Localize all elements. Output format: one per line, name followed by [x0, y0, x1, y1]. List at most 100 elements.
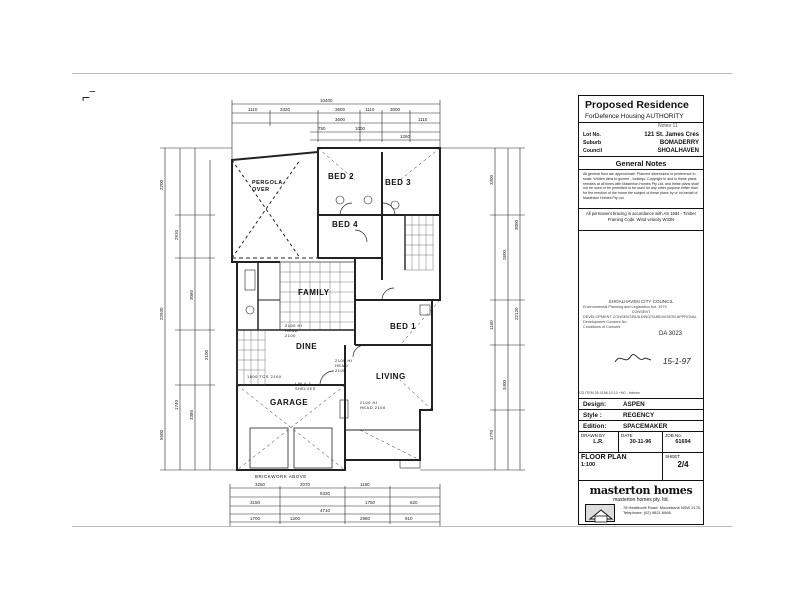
title-heading-cell: Proposed Residence ForDefence Housing AU… — [579, 96, 703, 123]
drawn-value: L.R. — [593, 439, 604, 445]
design-row: Design:ASPEN — [579, 399, 703, 410]
dim-bot-4: 3150 — [250, 500, 261, 505]
room-living: LIVING — [376, 372, 406, 381]
brickwork-note: BRICKWORK ABOVE — [255, 474, 307, 479]
dim-bot-11: 910 — [405, 516, 413, 521]
dim-right-3: 3000 — [514, 219, 519, 230]
dim-top-3: 3600 — [335, 107, 346, 112]
room-bed-4: BED 4 — [332, 220, 359, 229]
house-outline — [231, 147, 441, 471]
handwritten-note: Notes 11 — [658, 123, 678, 129]
room-dine: DINE — [296, 342, 318, 351]
dim-top-1: 3320 — [280, 107, 291, 112]
client-name: Defence Housing AUTHORITY — [594, 113, 684, 120]
dim-left-3: 2100 — [204, 349, 209, 360]
general-notes-body: All general floor are approximate. Plann… — [583, 172, 699, 200]
dim-right-6: 1770 — [489, 429, 494, 440]
dim-left-1: 2910 — [174, 229, 179, 240]
edition-label: Edition: — [583, 422, 607, 430]
client-prefix: For — [585, 113, 595, 120]
dim-top-7: 1110 — [418, 117, 428, 122]
general-notes: General Notes All general floor are appr… — [579, 157, 703, 209]
dim-left-6: 22930 — [159, 307, 164, 320]
dim-top-10: 1260 — [400, 134, 411, 139]
room-bed-1: BED 1 — [390, 322, 417, 331]
house-logo-icon — [585, 504, 615, 523]
dim-bot-9: 1200 — [290, 516, 301, 521]
job-label: JOB No. — [665, 433, 683, 438]
dim-top-8: 750 — [318, 126, 326, 131]
stamp-line-2: CONSENT — [631, 309, 651, 314]
style-row: Style :REGENCY — [579, 410, 703, 421]
stamp-line-5: Conditions of Consent — [583, 324, 621, 329]
edition-row: Edition: SPACEMAKER — [579, 421, 703, 432]
room-family: FAMILY — [298, 288, 330, 297]
dim-top-0: 10400 — [320, 98, 333, 103]
scan-border-bottom — [72, 526, 732, 527]
job-cell: JOB No.61694 — [663, 432, 703, 452]
dim-bot-8: 1700 — [250, 516, 261, 521]
dim-bot-0: 3250 — [255, 482, 266, 487]
council-value: SHOALHAVEN — [657, 148, 699, 154]
dim-top-6: 3600 — [335, 117, 346, 122]
dim-left-0: 2700 — [159, 179, 164, 190]
head-note-c: 2100 HI HEAD 2100 — [360, 400, 386, 410]
dim-right-2: 1160 — [489, 320, 494, 330]
room-bed-2: BED 2 — [328, 172, 355, 181]
serial-line: CD ITEM 05.0186.10.10 +N0 - Interim — [579, 391, 640, 395]
dim-top-5: 3000 — [390, 107, 401, 112]
plan-title-cell: FLOOR PLAN 1:100 — [579, 453, 663, 481]
signature-scrawl — [614, 354, 652, 363]
builder-branding: masterton homes masterton homes pty. ltd… — [579, 481, 703, 526]
council-label: Council — [583, 148, 603, 154]
dim-left-4: 1740 — [174, 399, 179, 410]
dim-bot-7: 4710 — [320, 508, 331, 513]
lot-value: 121 St. James Cres — [644, 132, 699, 138]
style-label: Style : — [583, 411, 602, 419]
client-line: ForDefence Housing AUTHORITY — [585, 113, 699, 120]
dim-left-7: 5500 — [159, 429, 164, 440]
sheet-value: 2/4 — [677, 460, 689, 469]
dim-top-2: 1110 — [248, 107, 258, 112]
plan-title: FLOOR PLAN — [581, 454, 627, 461]
scan-border-top — [72, 73, 732, 74]
dim-right-0: 3300 — [489, 174, 494, 185]
sheet-cell: SHEET 2/4 — [663, 453, 703, 481]
dim-bot-1: 2070 — [300, 482, 311, 487]
suburb-value: BOMADERRY — [659, 140, 699, 146]
job-value: 61694 — [675, 439, 691, 445]
builder-address: 78 Heathcote Road, Moorebank NSW 2170, T… — [623, 505, 702, 515]
dim-bot-2: 1180 — [360, 482, 370, 487]
head-note-b: 2100 HI HEAD 2100 — [335, 358, 353, 373]
room-bed-3: BED 3 — [385, 178, 412, 187]
suburb-label: Suburb — [583, 140, 602, 146]
project-title: Proposed Residence — [585, 99, 689, 111]
dim-right-1: 2600 — [502, 249, 507, 260]
date-value: 30-11-96 — [629, 439, 652, 445]
linen-note: LIN & 4 SHELVES — [295, 382, 316, 391]
stamp-line-3: DEVELOPMENT CONSENT/BUILDING/SUBDIVISION… — [583, 314, 697, 319]
brand-subtitle: masterton homes pty. ltd. — [613, 497, 669, 503]
stamp-line-4: Development Consent No. — [583, 319, 628, 324]
sheet-label: SHEET — [665, 454, 681, 459]
dim-left-2: 3060 — [189, 289, 194, 300]
design-value: ASPEN — [623, 400, 645, 408]
dim-left-5: 3380 — [189, 409, 194, 420]
scale-value: 1:100 — [581, 462, 596, 468]
drawn-label: DRAWN BY — [581, 433, 606, 438]
edition-value: SPACEMAKER — [623, 422, 668, 430]
dim-top-4: 1110 — [365, 107, 375, 112]
dim-right-5: 3400 — [502, 379, 507, 390]
design-details: CD ITEM 05.0186.10.10 +N0 - Interim Desi… — [579, 391, 703, 453]
ceiling-note: 1800 TCS 2100 — [247, 374, 282, 379]
dim-bot-6: 820 — [410, 500, 418, 505]
stamp-line-1: Environmental Planning and Legislation A… — [583, 304, 667, 309]
date-label: DATE — [621, 433, 633, 438]
pergola-label: PERGOLA OVER — [252, 180, 283, 193]
dim-top-9: 1000 — [355, 126, 366, 131]
